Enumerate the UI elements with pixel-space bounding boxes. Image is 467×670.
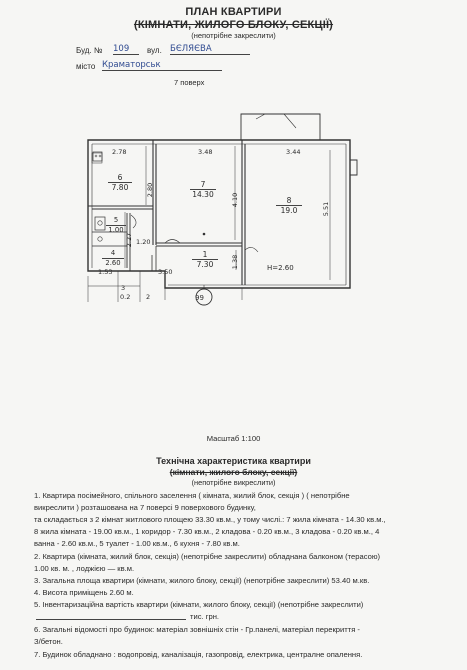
item-1-line-3: та складається з 2 кімнат житлового площ… <box>34 515 386 524</box>
dim-side-4: 2.27 <box>125 232 134 248</box>
dim-top-2: 3.48 <box>198 148 213 156</box>
room-4: 4 2.60 <box>102 249 124 268</box>
dim-side-3: 5.51 <box>322 201 331 217</box>
dim-misc-1: 1.20 <box>136 238 151 246</box>
item-5-line-1: 5. Інвентаризаційна вартість квартири (к… <box>34 600 364 609</box>
section-title: Технічна характеристика квартири <box>156 456 311 466</box>
item-4: 4. Висота приміщень 2.60 м. <box>34 588 134 597</box>
item-1-line-4: 8 жила кімната - 19.00 кв.м., 1 коридор … <box>34 527 380 536</box>
room-7-number: 7 <box>190 180 216 190</box>
room-8: 8 19.0 <box>276 196 302 215</box>
value-blank-line <box>36 619 186 620</box>
city-label: місто <box>76 62 96 71</box>
floor-label: 7 поверх <box>174 78 205 87</box>
ceiling-height: H=2.60 <box>267 264 294 272</box>
item-6-line-2: З/бетон. <box>34 637 63 646</box>
entrance-number: 99 <box>195 294 204 302</box>
dim-top-3: 3.44 <box>286 148 301 156</box>
dim-side-5: 1.38 <box>231 254 240 270</box>
item-3: 3. Загальна площа квартири (кімнати, жил… <box>34 576 370 585</box>
room-4-area: 2.60 <box>105 259 121 267</box>
item-6-line-1: 6. Загальні відомості про будинок: матер… <box>34 625 360 634</box>
dim-side-1: 2.80 <box>146 182 155 198</box>
dim-top-1: 2.78 <box>112 148 127 156</box>
dim-bottom-4: 2 <box>146 293 151 301</box>
street-name: БЄЛЯЄВА <box>170 44 250 55</box>
dim-misc-2: 3 <box>121 284 126 292</box>
plan-note: (непотрібне закреслити) <box>191 31 276 40</box>
room-5-number: 5 <box>106 216 126 226</box>
room-8-area: 19.0 <box>280 206 298 215</box>
section-note: (непотрібне викреслити) <box>191 478 276 487</box>
city-name: Краматорськ <box>102 60 222 71</box>
room-1: 1 7.30 <box>192 250 218 269</box>
building-label: Буд. № <box>76 46 103 55</box>
plan-subtitle: (КІМНАТИ, ЖИЛОГО БЛОКУ, СЕКЦІЇ) <box>133 19 334 31</box>
section-subtitle: (кімнати, жилого блоку, секції) <box>169 467 298 477</box>
room-4-number: 4 <box>102 249 124 259</box>
room-6: 6 7.80 <box>108 173 132 192</box>
dim-bottom-2: 3.50 <box>158 268 173 276</box>
room-7-area: 14.30 <box>192 190 214 199</box>
room-5: 5 1.00 <box>106 216 126 235</box>
room-7: 7 14.30 <box>190 180 216 199</box>
item-1-line-2: викреслити ) розташована на 7 поверсі 9 … <box>34 503 256 512</box>
plan-title: ПЛАН КВАРТИРИ <box>185 6 282 18</box>
dim-bottom-3: 0.2 <box>120 293 131 301</box>
item-1-line-5: ванна - 2.60 кв.м., 5 туалет - 1.00 кв.м… <box>34 539 240 548</box>
room-6-number: 6 <box>108 173 132 183</box>
room-1-area: 7.30 <box>196 260 214 269</box>
building-number: 109 <box>113 44 139 55</box>
street-label: вул. <box>147 46 162 55</box>
item-2-line-1: 2. Квартира (кімната, жилий блок, секція… <box>34 552 381 561</box>
floor-plan: 99 <box>87 113 358 306</box>
item-5-line-2: тис. грн. <box>190 612 220 621</box>
room-5-area: 1.00 <box>108 226 124 234</box>
dim-bottom-1: 1.53 <box>98 268 113 276</box>
item-1-line-1: 1. Квартира посімейного, спільного засел… <box>34 491 350 500</box>
scale-label: Масштаб 1:100 <box>206 434 261 443</box>
room-1-number: 1 <box>192 250 218 260</box>
item-7: 7. Будинок обладнано : водопровід, канал… <box>34 650 363 659</box>
room-6-area: 7.80 <box>111 183 129 192</box>
room-8-number: 8 <box>276 196 302 206</box>
dim-side-2: 4.10 <box>231 192 240 208</box>
item-2-line-2: 1.00 кв. м. , лоджією — кв.м. <box>34 564 135 573</box>
